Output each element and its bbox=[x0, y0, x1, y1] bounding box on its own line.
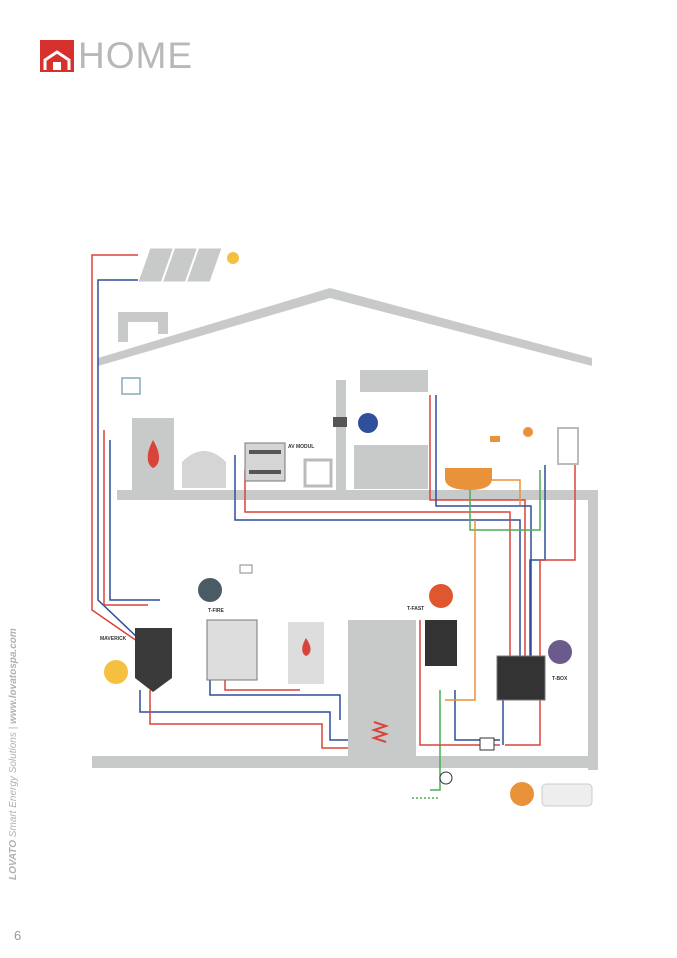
air-conditioner-icon bbox=[360, 370, 428, 392]
meter-icon bbox=[439, 771, 453, 785]
flame-icon bbox=[302, 638, 311, 656]
armchair-icon bbox=[182, 451, 226, 488]
brand-name: LOVATO bbox=[8, 840, 19, 880]
water-heater-device bbox=[541, 783, 593, 807]
maverick-label: MAVERICK bbox=[100, 636, 127, 642]
website-link[interactable]: www.lovatospa.com bbox=[8, 628, 19, 724]
controller-icon bbox=[239, 564, 253, 574]
av-modul-label: AV MODUL bbox=[288, 444, 314, 450]
control-unit-icon bbox=[479, 737, 495, 751]
shower-icon bbox=[523, 427, 533, 437]
bathtub-icon bbox=[445, 468, 492, 490]
page-title: HOME bbox=[78, 35, 193, 76]
page-header: HOME bbox=[40, 35, 193, 76]
footer-sidebar: LOVATO Smart Energy Solutions | www.lova… bbox=[8, 628, 19, 880]
radiator-icon bbox=[548, 640, 572, 664]
switch-icon bbox=[198, 578, 222, 602]
t-fire-device bbox=[206, 619, 258, 681]
tagline: Smart Energy Solutions bbox=[8, 732, 19, 838]
fireplace-icon bbox=[121, 377, 174, 490]
heater-icon bbox=[429, 584, 453, 608]
chart-growth-icon bbox=[510, 782, 534, 806]
separator: | bbox=[8, 726, 19, 730]
t-fire-label: T-FIRE bbox=[208, 608, 224, 614]
t-box-label: T-BOX bbox=[552, 676, 568, 682]
t-fast-label: T-FAST bbox=[407, 606, 424, 612]
home-logo-icon bbox=[40, 40, 74, 72]
t-box-device bbox=[496, 655, 546, 701]
av-modul-device bbox=[244, 442, 286, 482]
pipes bbox=[91, 254, 576, 799]
bed-icon bbox=[354, 445, 428, 489]
maverick-device bbox=[135, 628, 172, 692]
house-structure bbox=[92, 288, 598, 770]
sun-icon bbox=[104, 660, 128, 684]
heat-coil bbox=[370, 721, 390, 743]
floor-heating-icon bbox=[303, 458, 333, 488]
thermostat-icon bbox=[333, 413, 378, 433]
page-number: 6 bbox=[14, 928, 22, 943]
sink-tap-icon bbox=[490, 436, 500, 442]
t-fast-device bbox=[425, 620, 457, 666]
solar-panel-icon bbox=[137, 247, 239, 283]
towel-radiator-icon bbox=[557, 427, 579, 465]
